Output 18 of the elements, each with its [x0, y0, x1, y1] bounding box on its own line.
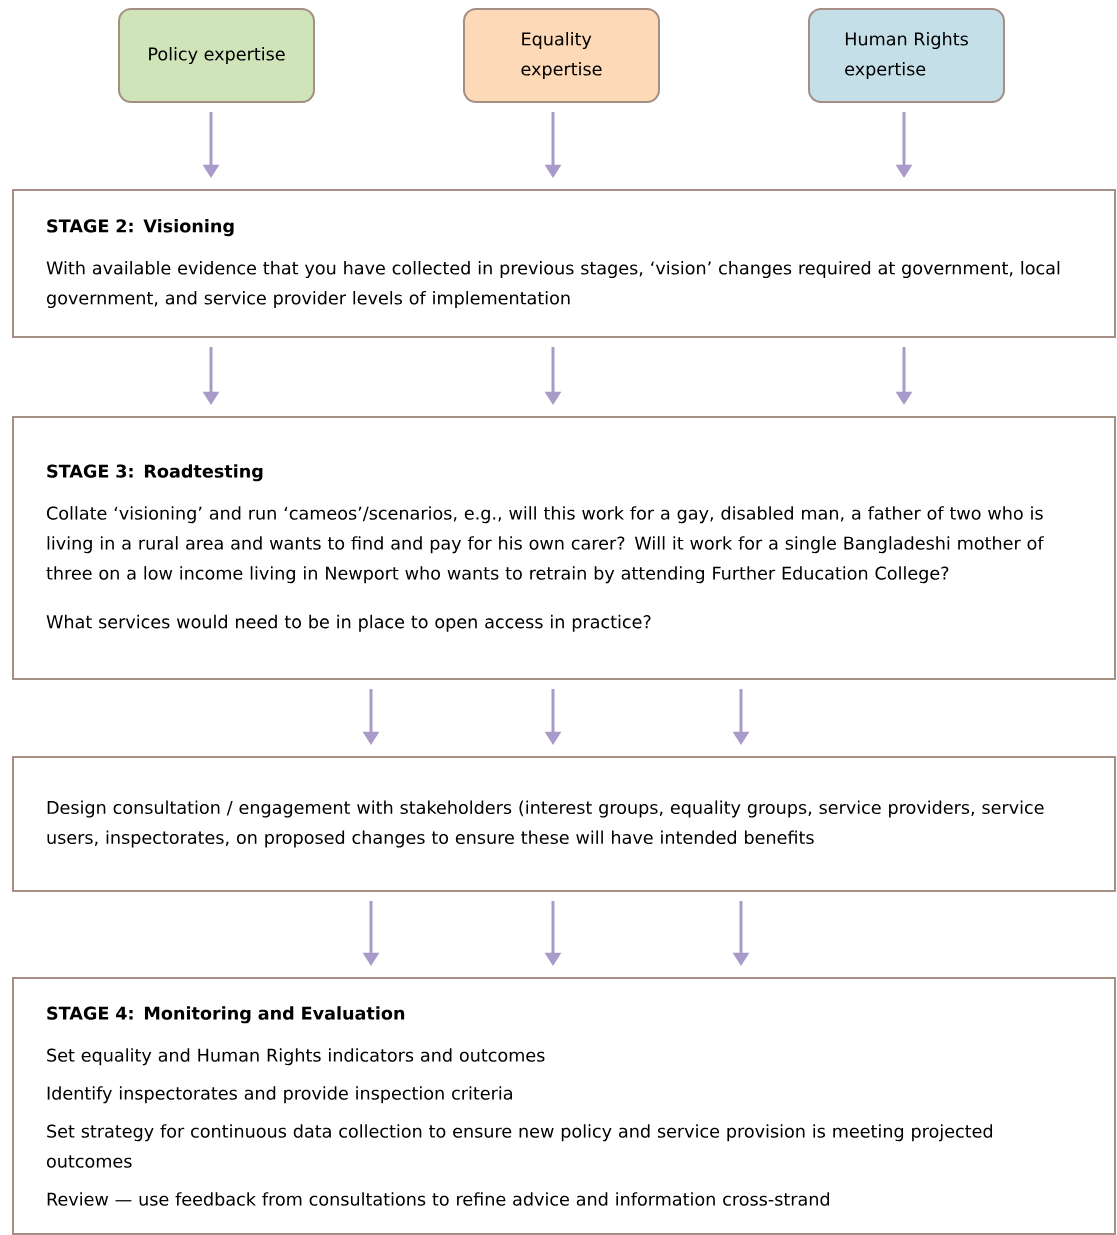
stage-box	[12, 756, 1116, 892]
body-text: Identify inspectorates and provide inspection criteria	[47, 1086, 512, 1104]
body-text: With available evidence that you have collected in previous stages, ‘vision’ changes required at government, local government, and service provider levels of implementation	[46, 261, 1060, 308]
body-text: Design consultation / engagement with stakeholders (interest groups, equality groups, service providers, service users, inspectorates, on proposed changes to ensure these will have intended benefits	[47, 800, 1044, 848]
body-text: What services would need to be in place to open access in practice?	[46, 614, 651, 632]
expertise-box: Human Rights expertise	[808, 8, 1005, 103]
body-text: Collate ‘visioning’ and run ‘cameos’/scenarios, e.g., will this work for a gay, disabled man, a father of two who is living in a rural area and wants to find and pay for his own carer? Will it work for a single Bangladeshi mother of three on a low income living in Newport who wants to retrain by attending Further Education College?	[46, 506, 1044, 584]
body-text: Review — use feedback from consultations to refine advice and information cross-strand	[47, 1192, 829, 1206]
stage-box	[12, 977, 1116, 1235]
stage-box	[12, 189, 1116, 338]
expertise-box: Policy expertise	[118, 8, 315, 103]
stage-box	[12, 416, 1116, 680]
stage-heading: STAGE 4: Monitoring and Evaluation	[47, 1006, 405, 1024]
body-text: Set equality and Human Rights indicators and outcomes	[47, 1048, 545, 1066]
body-text: Set strategy for continuous data collection to ensure new policy and service provision is meeting projected outcomes	[46, 1124, 993, 1168]
stage-heading: STAGE 2: Visioning	[47, 219, 234, 237]
stage-heading: STAGE 3: Roadtesting	[47, 464, 263, 482]
expertise-box: Equality expertise	[463, 8, 660, 103]
